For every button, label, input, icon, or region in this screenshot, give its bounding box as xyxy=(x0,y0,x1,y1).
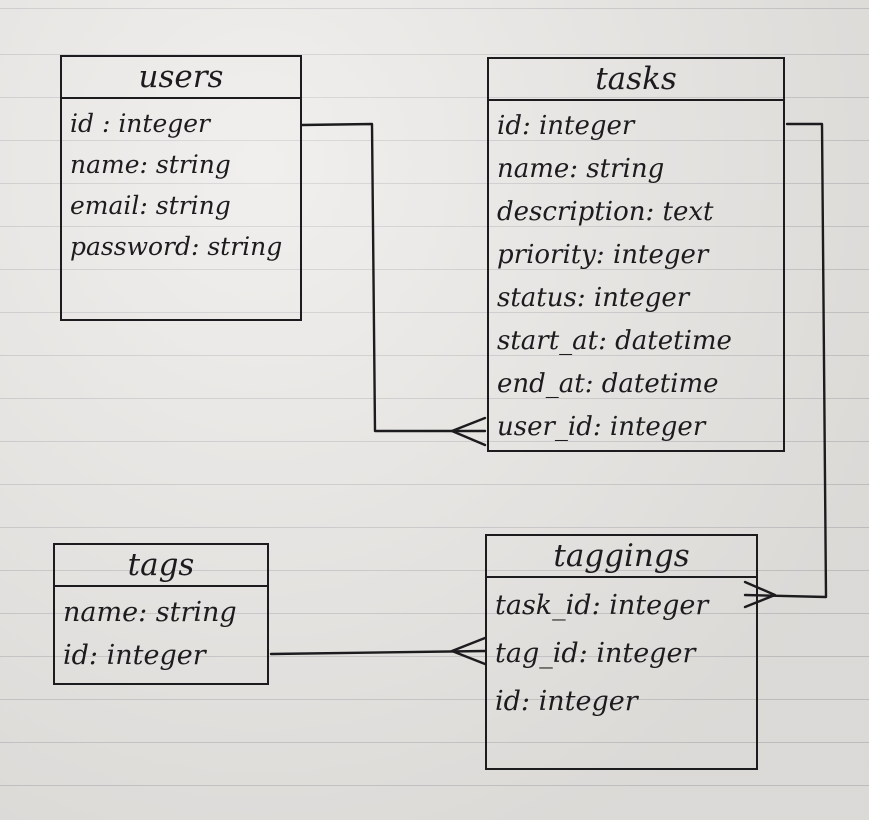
field-item: name: string xyxy=(63,597,237,628)
entity-title: tags xyxy=(55,545,267,587)
relation-tags-taggings xyxy=(269,649,487,656)
field-item: password: string xyxy=(70,232,283,261)
field-item: email: string xyxy=(70,191,231,220)
relation-users-tasks xyxy=(300,122,487,433)
field-item: start_at: datetime xyxy=(497,326,732,356)
field-item: description: text xyxy=(497,197,714,227)
field-item: user_id: integer xyxy=(497,412,706,442)
field-list: id: integer name: string description: te… xyxy=(489,101,783,449)
field-list: id : integer name: string email: string … xyxy=(62,99,300,267)
field-item: tag_id: integer xyxy=(495,638,696,669)
crow-foot-taggings-task xyxy=(743,580,777,609)
field-item: status: integer xyxy=(497,283,690,313)
field-list: task_id: integer tag_id: integer id: int… xyxy=(487,578,756,726)
field-item: id: integer xyxy=(497,111,635,141)
field-item: id : integer xyxy=(70,109,211,138)
entity-taggings: taggings task_id: integer tag_id: intege… xyxy=(485,534,758,770)
field-item: id: integer xyxy=(63,640,206,671)
field-item: id: integer xyxy=(495,686,638,717)
field-item: priority: integer xyxy=(497,240,709,270)
field-item: name: string xyxy=(497,154,665,184)
entity-users: users id : integer name: string email: s… xyxy=(60,55,302,321)
entity-title: users xyxy=(62,57,300,99)
field-item: task_id: integer xyxy=(495,590,709,621)
crow-foot-taggings-tag xyxy=(450,636,487,666)
entity-title: tasks xyxy=(489,59,783,101)
field-item: end_at: datetime xyxy=(497,369,719,399)
entity-tasks: tasks id: integer name: string descripti… xyxy=(487,57,785,452)
relation-tasks-taggings xyxy=(743,122,828,599)
entity-tags: tags name: string id: integer xyxy=(53,543,269,685)
field-item: name: string xyxy=(70,150,231,179)
entity-title: taggings xyxy=(487,536,756,578)
field-list: name: string id: integer xyxy=(55,587,267,677)
crow-foot-tasks xyxy=(450,416,487,447)
